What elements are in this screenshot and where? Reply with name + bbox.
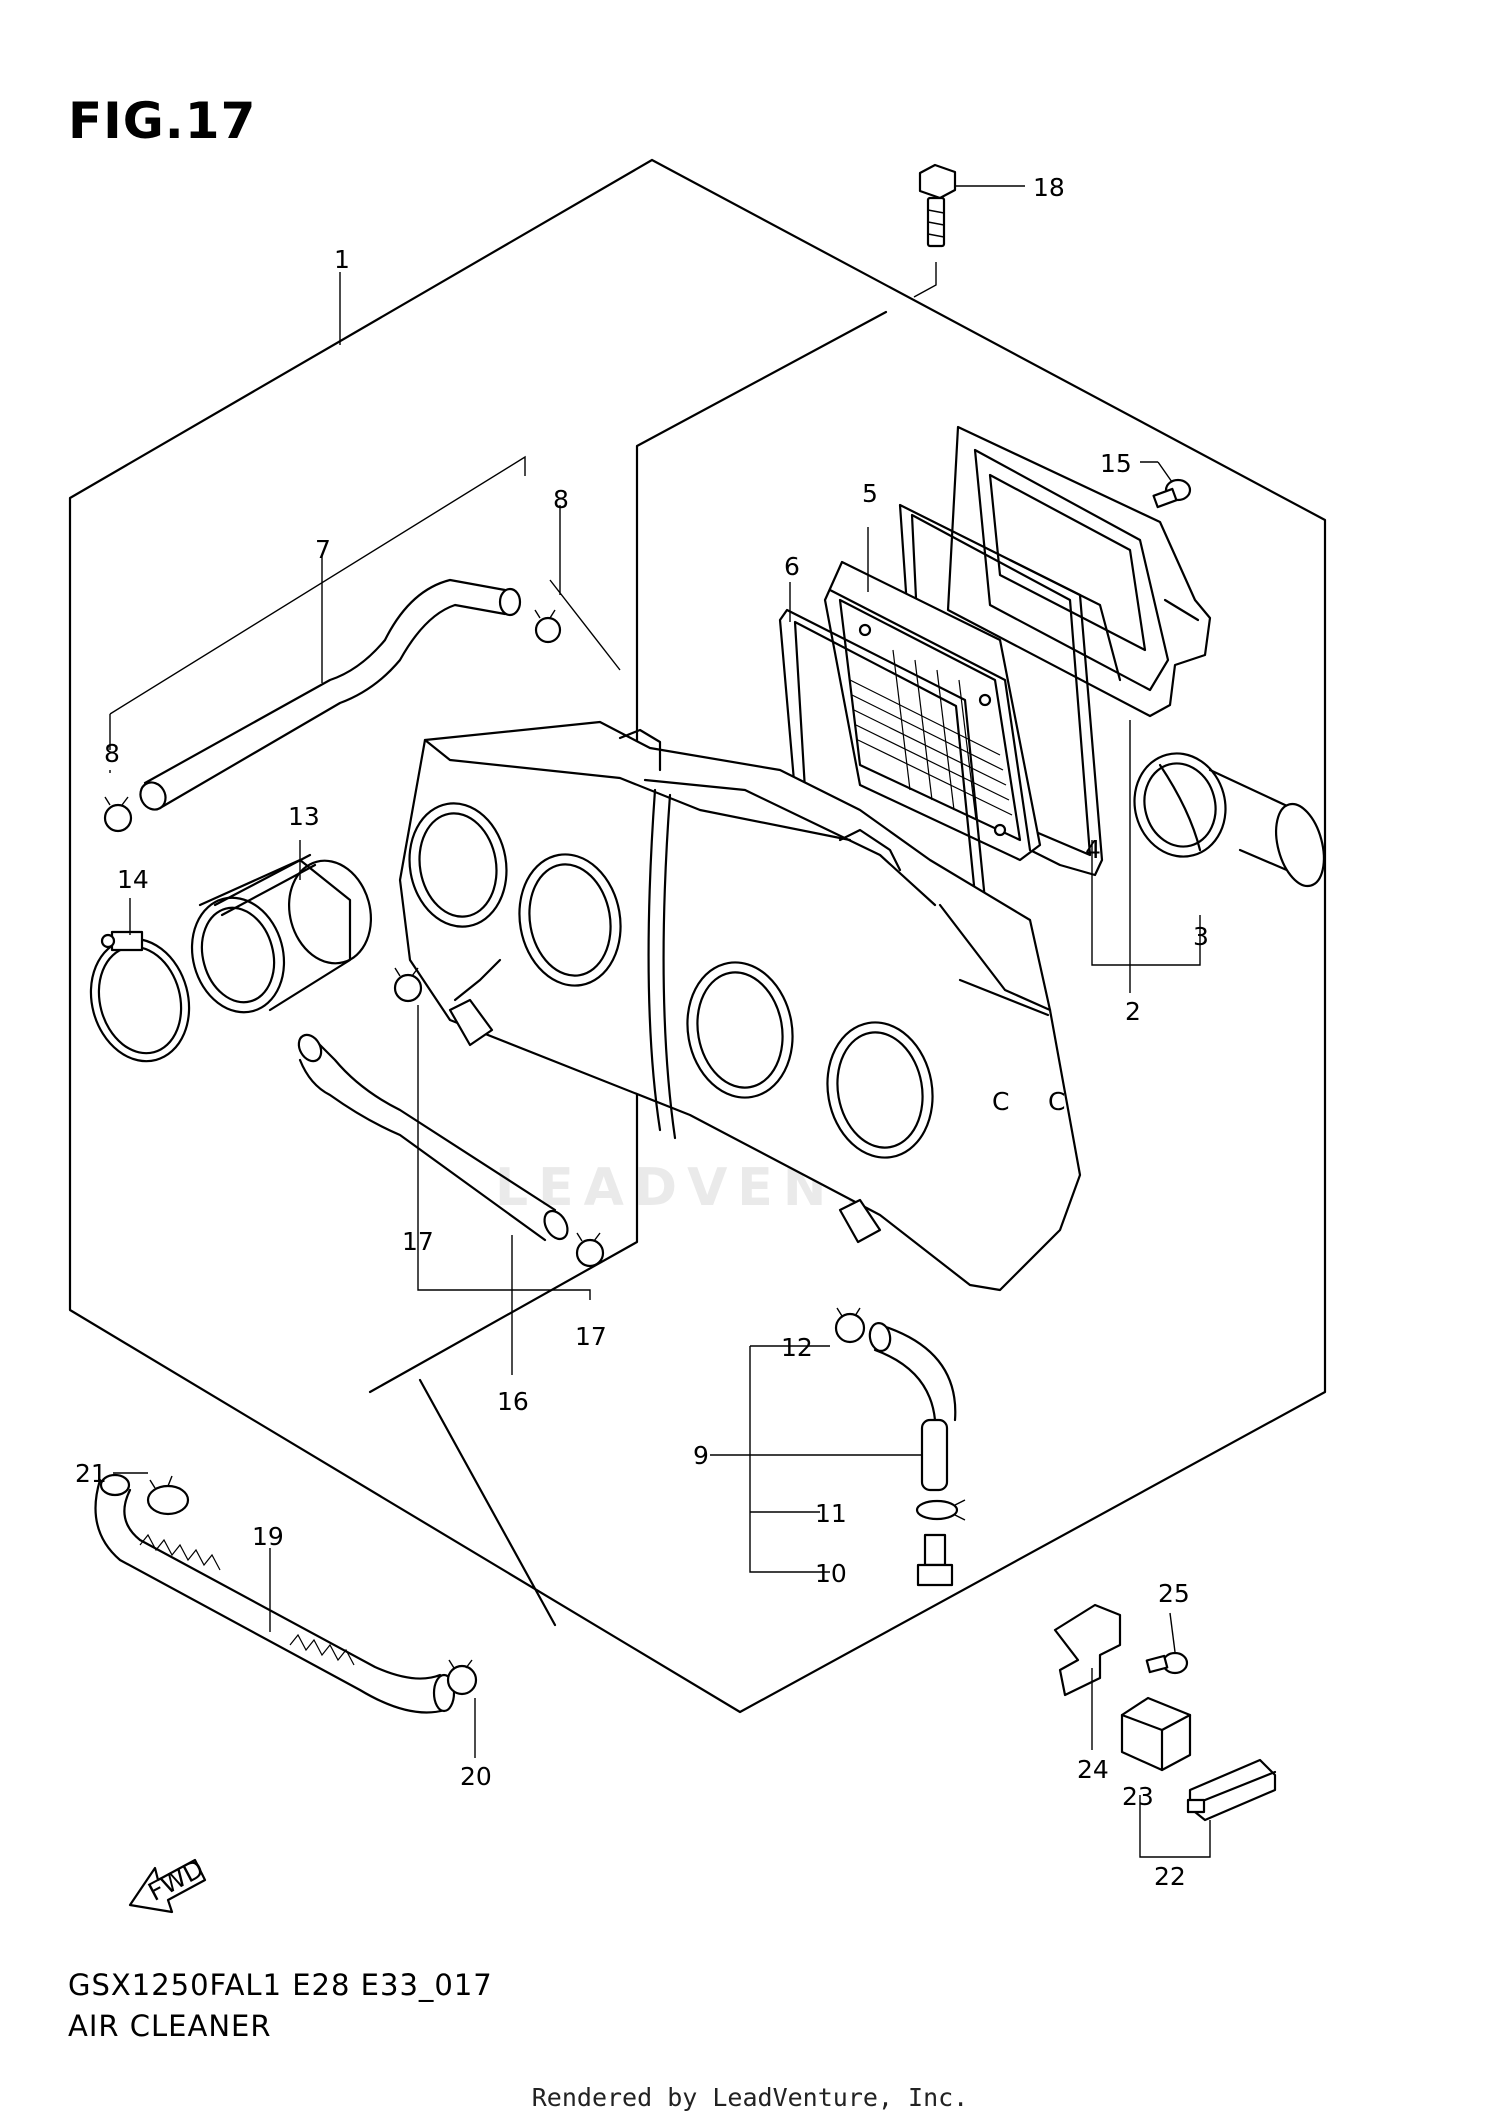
filter-element-5 — [823, 560, 1042, 862]
hose-16 — [297, 1033, 569, 1242]
svg-text:C: C — [1048, 1087, 1065, 1116]
callout-23: 23 — [1122, 1782, 1154, 1811]
bracket-24 — [1053, 1603, 1122, 1697]
callout-2: 2 — [1125, 997, 1141, 1026]
svg-text:C: C — [992, 1087, 1009, 1116]
connector-22 — [1186, 1758, 1277, 1822]
callout-13: 13 — [288, 802, 320, 831]
clip-20 — [446, 1659, 478, 1696]
callout-11: 11 — [815, 1499, 847, 1528]
callout-1: 1 — [334, 245, 350, 274]
holder-23 — [1120, 1696, 1192, 1772]
render-credit: Rendered by LeadVenture, Inc. — [531, 2083, 969, 2112]
screw-15 — [1140, 461, 1192, 509]
callout-5: 5 — [862, 479, 878, 508]
clip-8-lower — [103, 796, 133, 833]
plug-10 — [916, 1533, 954, 1587]
callout-14: 14 — [117, 865, 149, 894]
clip-12 — [834, 1307, 866, 1344]
callout-15: 15 — [1100, 449, 1132, 478]
section-name: AIR CLEANER — [68, 2009, 272, 2043]
callout-10: 10 — [815, 1559, 847, 1588]
hose-group-boundary — [109, 455, 621, 750]
callout-8-upper: 8 — [553, 485, 569, 514]
callout-17-upper: 17 — [402, 1227, 434, 1256]
callout-6: 6 — [784, 552, 800, 581]
callout-25: 25 — [1158, 1579, 1190, 1608]
fwd-label: FWD — [143, 1854, 208, 1907]
callout-7: 7 — [315, 535, 331, 564]
hose-19 — [94, 1473, 456, 1714]
callout-19: 19 — [252, 1522, 284, 1551]
callout-21: 21 — [75, 1459, 107, 1488]
callout-22: 22 — [1154, 1862, 1186, 1891]
callout-20: 20 — [460, 1762, 492, 1791]
fwd-arrow-icon: FWD — [128, 1854, 208, 1914]
bolt-18 — [913, 163, 1025, 298]
intake-funnel-3 — [1133, 752, 1325, 888]
callout-9: 9 — [693, 1441, 709, 1470]
figure-title: FIG.17 — [68, 92, 257, 150]
callout-3: 3 — [1193, 922, 1209, 951]
callout-17-lower: 17 — [575, 1322, 607, 1351]
hose-7 — [139, 578, 522, 811]
hose-9 — [868, 1322, 957, 1492]
clip-17-upper — [393, 967, 423, 1003]
air-cleaner-case: C C — [398, 720, 1082, 1292]
callout-8-lower: 8 — [104, 739, 120, 768]
model-code: GSX1250FAL1 E28 E33_017 — [68, 1968, 493, 2002]
clip-21 — [146, 1475, 190, 1516]
leader-lines — [109, 272, 1211, 1858]
callout-12: 12 — [781, 1333, 813, 1362]
callout-16: 16 — [497, 1387, 529, 1416]
callout-24: 24 — [1077, 1755, 1109, 1784]
intake-boot-13 — [190, 853, 373, 1014]
callout-18: 18 — [1033, 173, 1065, 202]
callout-4: 4 — [1085, 835, 1101, 864]
clip-8-upper — [534, 609, 562, 644]
spring-coil — [139, 1533, 355, 1666]
clip-11 — [915, 1499, 966, 1521]
filter-mesh — [849, 649, 1013, 821]
clip-17-lower — [575, 1232, 605, 1268]
clamp-14 — [89, 930, 191, 1063]
bolt-25 — [1145, 1651, 1189, 1675]
